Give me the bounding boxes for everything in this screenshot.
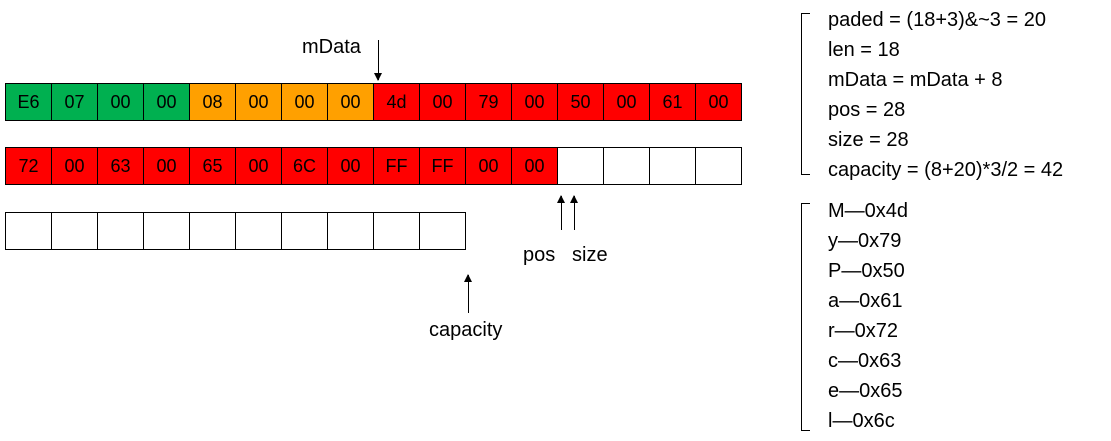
formula-line: mData = mData + 8	[828, 69, 1003, 91]
charmap-line: a—0x61	[828, 290, 903, 312]
byte-cell	[603, 147, 650, 185]
byte-cell: 00	[327, 83, 374, 121]
byte-cell	[281, 212, 328, 250]
byte-cell: 07	[51, 83, 98, 121]
charmap-line: P—0x50	[828, 260, 905, 282]
byte-cell: 50	[557, 83, 604, 121]
size-arrow	[570, 195, 578, 230]
byte-cell	[419, 212, 466, 250]
byte-cell: 00	[511, 83, 558, 121]
mdata-arrow	[374, 40, 382, 81]
byte-cell	[51, 212, 98, 250]
byte-cell	[327, 212, 374, 250]
charmap-line: r—0x72	[828, 320, 899, 342]
byte-cell: 00	[281, 83, 328, 121]
byte-cell: 4d	[373, 83, 420, 121]
byte-cell: 00	[235, 147, 282, 185]
byte-cell	[235, 212, 282, 250]
size-label: size	[572, 244, 608, 266]
pos-label: pos	[523, 244, 556, 266]
byte-cell	[5, 212, 52, 250]
formula-bracket	[801, 13, 810, 175]
byte-cell: 72	[5, 147, 52, 185]
byte-cell: 08	[189, 83, 236, 121]
byte-cell: 65	[189, 147, 236, 185]
byte-cell	[143, 212, 190, 250]
byte-cell: 00	[143, 147, 190, 185]
byte-cell: 00	[419, 83, 466, 121]
formula-list: paded = (18+3)&~3 = 20 len = 18 mData = …	[828, 5, 1063, 185]
byte-cell	[189, 212, 236, 250]
charmap-line: e—0x65	[828, 380, 903, 402]
byte-cell: 00	[143, 83, 190, 121]
byte-cell	[373, 212, 420, 250]
charmap-line: M—0x4d	[828, 200, 909, 222]
byte-cell: 00	[465, 147, 512, 185]
byte-cell: 00	[51, 147, 98, 185]
byte-cell: 63	[97, 147, 144, 185]
formula-line: size = 28	[828, 129, 909, 151]
byte-cell: 00	[235, 83, 282, 121]
byte-cell	[649, 147, 696, 185]
byte-cell: 00	[695, 83, 742, 121]
byte-cell: 00	[511, 147, 558, 185]
formula-line: paded = (18+3)&~3 = 20	[828, 9, 1046, 31]
byte-cell: 6C	[281, 147, 328, 185]
capacity-arrow	[464, 274, 472, 313]
pos-arrow	[557, 195, 565, 230]
charmap-line: c—0x63	[828, 350, 902, 372]
byte-cell: FF	[419, 147, 466, 185]
charmap-bracket	[801, 203, 810, 431]
formula-line: pos = 28	[828, 99, 906, 121]
byte-cell: 79	[465, 83, 512, 121]
byte-cell: E6	[5, 83, 52, 121]
charmap-line: y—0x79	[828, 230, 902, 252]
charmap-line: l—0x6c	[828, 410, 895, 432]
byte-cell: 00	[97, 83, 144, 121]
mdata-label: mData	[302, 36, 361, 58]
byte-cell	[695, 147, 742, 185]
byte-cell	[97, 212, 144, 250]
byte-cell: 00	[327, 147, 374, 185]
formula-line: capacity = (8+20)*3/2 = 42	[828, 159, 1064, 181]
byte-row-3	[5, 212, 466, 250]
byte-cell: FF	[373, 147, 420, 185]
charmap-list: M—0x4d y—0x79 P—0x50 a—0x61 r—0x72 c—0x6…	[828, 196, 908, 436]
byte-cell: 00	[603, 83, 650, 121]
byte-cell	[557, 147, 604, 185]
capacity-label: capacity	[429, 319, 503, 341]
formula-line: len = 18	[828, 39, 900, 61]
byte-cell: 61	[649, 83, 696, 121]
